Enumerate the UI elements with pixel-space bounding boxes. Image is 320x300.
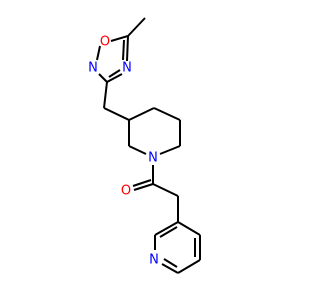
bond-py-1 bbox=[177, 221, 201, 236]
bond-py-3 bbox=[177, 259, 201, 274]
atom-n-oxadiazole-right: N bbox=[122, 61, 132, 76]
bonds bbox=[96, 17, 201, 274]
atom-n-pyridine: N bbox=[149, 253, 159, 268]
structure-diagram: O N N N O N bbox=[88, 17, 201, 274]
bond-ring-c5-o bbox=[110, 35, 129, 42]
bond-py-6 bbox=[154, 221, 179, 236]
bond-ring-n4-c5-double bbox=[122, 39, 125, 61]
bond-ring-n2-c3 bbox=[98, 73, 108, 83]
bond-carbonyl-o bbox=[133, 183, 154, 191]
bond-ring-n4-c5 bbox=[126, 35, 129, 62]
bond-pip-4 bbox=[159, 145, 181, 155]
bond-ring-o-n2 bbox=[96, 45, 101, 61]
bond-ch2-pip bbox=[103, 107, 130, 121]
bond-methyl bbox=[127, 17, 146, 37]
bond-carbonyl-o-double bbox=[132, 179, 152, 187]
atom-o-oxadiazole: O bbox=[100, 35, 110, 50]
bond-ring-c3-n4-double bbox=[108, 69, 121, 78]
bond-carbonyl-ch2 bbox=[152, 183, 179, 197]
bond-pip-2 bbox=[153, 107, 181, 121]
bond-pip-5 bbox=[128, 145, 147, 155]
bond-py-6-double bbox=[159, 226, 178, 238]
atom-o-carbonyl: O bbox=[121, 184, 131, 199]
bond-py-4-double bbox=[163, 258, 178, 268]
atom-n-piperidine: N bbox=[148, 151, 158, 166]
bond-c3-ch2 bbox=[103, 81, 108, 109]
atom-n-oxadiazole-left: N bbox=[88, 61, 98, 76]
bond-py-4 bbox=[161, 263, 179, 274]
bond-pip-1 bbox=[128, 107, 155, 121]
bond-ring-c3-n4 bbox=[106, 73, 123, 83]
atom-labels: O N N N O N bbox=[88, 35, 159, 268]
